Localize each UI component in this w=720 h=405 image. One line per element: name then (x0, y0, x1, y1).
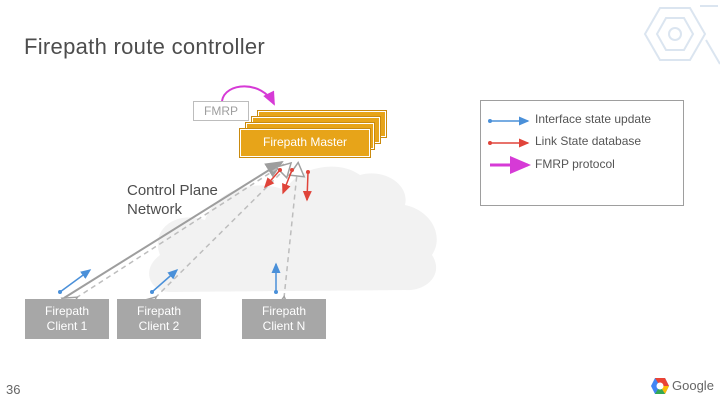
legend-lsdb-label: Link State database (535, 134, 642, 148)
page-number: 36 (6, 382, 21, 397)
interface-arrow-client2 (151, 269, 179, 293)
firepath-master-box: Firepath Master (240, 129, 370, 157)
legend-interface-label: Interface state update (535, 112, 652, 126)
lsdb-arrow-2 (282, 169, 293, 195)
legend-fmrp-label: FMRP protocol (535, 157, 615, 171)
firepath-client-2: Firepath Client 2 (117, 299, 201, 339)
fmrp-loop-arrow (221, 85, 275, 106)
firepath-client-n: Firepath Client N (242, 299, 326, 339)
google-hexagon-icon (651, 378, 669, 394)
control-plane-network-label: Control Plane Network (127, 181, 218, 219)
interface-arrow-client1 (59, 269, 92, 293)
google-wordmark: Google (672, 378, 714, 393)
network-label-line1: Control Plane (127, 182, 218, 199)
client-2-line1: Firepath (136, 304, 182, 318)
slide-title: Firepath route controller (24, 34, 266, 59)
corner-hexagon-decoration (643, 5, 720, 65)
link-clientn-dashed (273, 160, 306, 312)
fmrp-box: FMRP (193, 101, 249, 121)
firepath-client-1: Firepath Client 1 (25, 299, 109, 339)
client-1-line1: Firepath (44, 304, 90, 318)
client-n-line1: Firepath (261, 304, 307, 318)
google-logo: Google (650, 376, 714, 398)
lsdb-arrow-1 (264, 169, 281, 189)
legend-box (480, 100, 684, 206)
network-label-line2: Network (127, 201, 183, 218)
client-2-line2: Client 2 (138, 319, 180, 333)
client-n-line2: Client N (262, 319, 306, 333)
firepath-master-label: Firepath Master (262, 135, 348, 149)
client-1-line2: Client 1 (46, 319, 88, 333)
lsdb-arrow-3 (302, 171, 312, 202)
